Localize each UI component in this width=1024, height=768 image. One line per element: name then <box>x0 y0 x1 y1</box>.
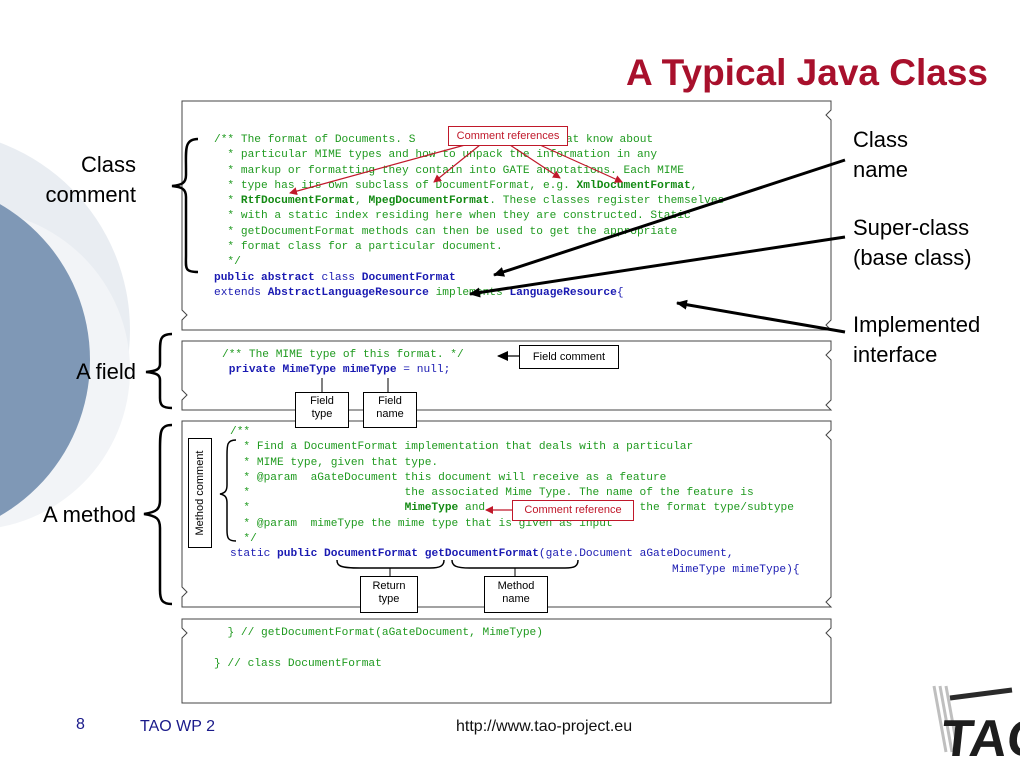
code-line: } // getDocumentFormat(aGateDocument, Mi… <box>227 627 543 639</box>
page-number: 8 <box>76 716 85 733</box>
code-line: and the format type/subtype <box>464 502 794 515</box>
label-implemented-line2: interface <box>853 342 938 367</box>
code-line: */ <box>230 533 257 546</box>
code-line: * with a static index residing here when… <box>214 210 691 223</box>
code-line: * format class for a particular document… <box>214 241 503 254</box>
callout-return-type-line2: type <box>378 593 400 605</box>
interface-token: LanguageResource <box>509 286 617 299</box>
code-ref-xmldocumentformat: XmlDocumentFormat <box>576 179 691 192</box>
super-class-token: AbstractLanguageResource <box>267 286 429 299</box>
label-field: A field <box>76 359 136 384</box>
callout-comment-reference: Comment reference <box>512 500 634 521</box>
label-super-class-line1: Super-class <box>853 215 970 240</box>
tao-logo-graphic: TAO <box>932 685 1024 768</box>
panel-4-outline <box>181 618 832 704</box>
kw-implements: implements <box>435 286 503 299</box>
code-line: * getDocumentFormat methods can then be … <box>214 225 678 238</box>
class-name-token: DocumentFormat <box>361 271 456 284</box>
kw-extends: extends <box>214 286 261 299</box>
callout-return-type: Return type <box>360 576 418 613</box>
code-line: * @param aGateDocument this document wil… <box>230 471 667 484</box>
label-implemented-line1: Implemented <box>853 312 981 337</box>
code-line: /** <box>230 426 251 438</box>
code-line: */ <box>214 256 241 269</box>
kw-class: class <box>321 271 356 284</box>
label-class-name-line1: Class <box>853 127 909 152</box>
kw-private: private <box>228 364 276 377</box>
method-args-token: (gate. <box>538 548 580 561</box>
kw-public: public <box>214 271 255 284</box>
return-type-token: DocumentFormat <box>324 548 419 561</box>
code-ref-mpegdocumentformat: MpegDocumentFormat <box>368 195 490 208</box>
kw-static: static <box>230 548 271 561</box>
kw-abstract: abstract <box>261 271 315 284</box>
field-comment-token: /** The MIME type of this format. */ <box>222 349 464 361</box>
code-line: * markup or formatting they contain into… <box>214 164 684 177</box>
method-args-token: Document aGateDocument, <box>579 548 734 561</box>
callout-field-comment: Field comment <box>519 345 619 369</box>
label-super-class: Super-class (base class) <box>853 213 972 273</box>
callout-comment-references: Comment references <box>448 126 568 146</box>
brace-token: { <box>616 286 624 299</box>
code-line: } // class DocumentFormat <box>214 657 382 670</box>
callout-method-comment-text: Method comment <box>194 450 206 536</box>
label-implemented-interface: Implemented interface <box>853 310 980 370</box>
callout-field-name: Field name <box>363 392 417 428</box>
field-code: /** The MIME type of this format. */ pri… <box>222 348 464 379</box>
label-method: A method <box>43 502 136 527</box>
callout-field-name-line2: name <box>376 408 404 420</box>
code-ref-mimetype: MimeType <box>404 502 459 515</box>
code-line: , <box>355 195 369 208</box>
closing-code: } // getDocumentFormat(aGateDocument, Mi… <box>214 626 543 672</box>
callout-field-name-line1: Field <box>378 395 402 407</box>
tao-logo: TAO <box>930 680 1024 768</box>
callout-field-type-line1: Field <box>310 395 334 407</box>
kw-public: public <box>277 548 318 561</box>
callout-field-type: Field type <box>295 392 349 428</box>
method-args-token: MimeType mimeType){ <box>672 563 800 576</box>
callout-return-type-line1: Return <box>372 580 406 592</box>
label-class-comment-line2: comment <box>45 182 136 207</box>
code-line: . These classes register themselves <box>489 195 725 208</box>
callout-method-name-line2: name <box>502 593 530 605</box>
callout-field-type-line2: type <box>311 408 333 420</box>
field-name-token: mimeType <box>342 364 397 377</box>
label-super-class-line2: (base class) <box>853 245 972 270</box>
code-line: * type has its own subclass of DocumentF… <box>214 179 577 192</box>
code-line: * <box>214 195 241 208</box>
field-initializer-token: = null; <box>396 364 451 377</box>
method-code-block: /** * Find a DocumentFormat implementati… <box>230 425 800 578</box>
code-line: , <box>690 179 698 192</box>
callout-method-name-line1: Method <box>497 580 535 592</box>
deco-circle-blue <box>0 204 90 516</box>
field-type-token: MimeType <box>282 364 337 377</box>
code-line: * <box>230 502 405 515</box>
label-class-name: Class name <box>853 125 908 185</box>
method-name-token: getDocumentFormat <box>424 548 539 561</box>
closing-code-block: } // getDocumentFormat(aGateDocument, Mi… <box>214 626 543 672</box>
footer-project: TAO WP 2 <box>140 718 215 735</box>
code-ref-rtfdocumentformat: RtfDocumentFormat <box>240 195 355 208</box>
code-line: * MIME type, given that type. <box>230 456 439 469</box>
slide-title: A Typical Java Class <box>626 52 988 93</box>
method-comment-code: /** * Find a DocumentFormat implementati… <box>230 425 800 578</box>
label-class-comment: Class comment <box>28 150 136 210</box>
field-code-block: /** The MIME type of this format. */ pri… <box>222 348 464 379</box>
callout-method-comment: Method comment <box>188 438 212 548</box>
code-line: /** The format of Documents. S <box>214 134 416 146</box>
code-line: * Find a DocumentFormat implementation t… <box>230 441 694 454</box>
label-class-name-line2: name <box>853 157 909 182</box>
label-class-comment-line1: Class <box>80 152 136 177</box>
code-line: * particular MIME types and how to unpac… <box>214 149 658 162</box>
tao-logo-text: TAO <box>939 710 1020 762</box>
code-line: * the associated Mime Type. The name of … <box>230 487 754 500</box>
callout-method-name: Method name <box>484 576 548 613</box>
footer-url[interactable]: http://www.tao-project.eu <box>456 718 633 735</box>
